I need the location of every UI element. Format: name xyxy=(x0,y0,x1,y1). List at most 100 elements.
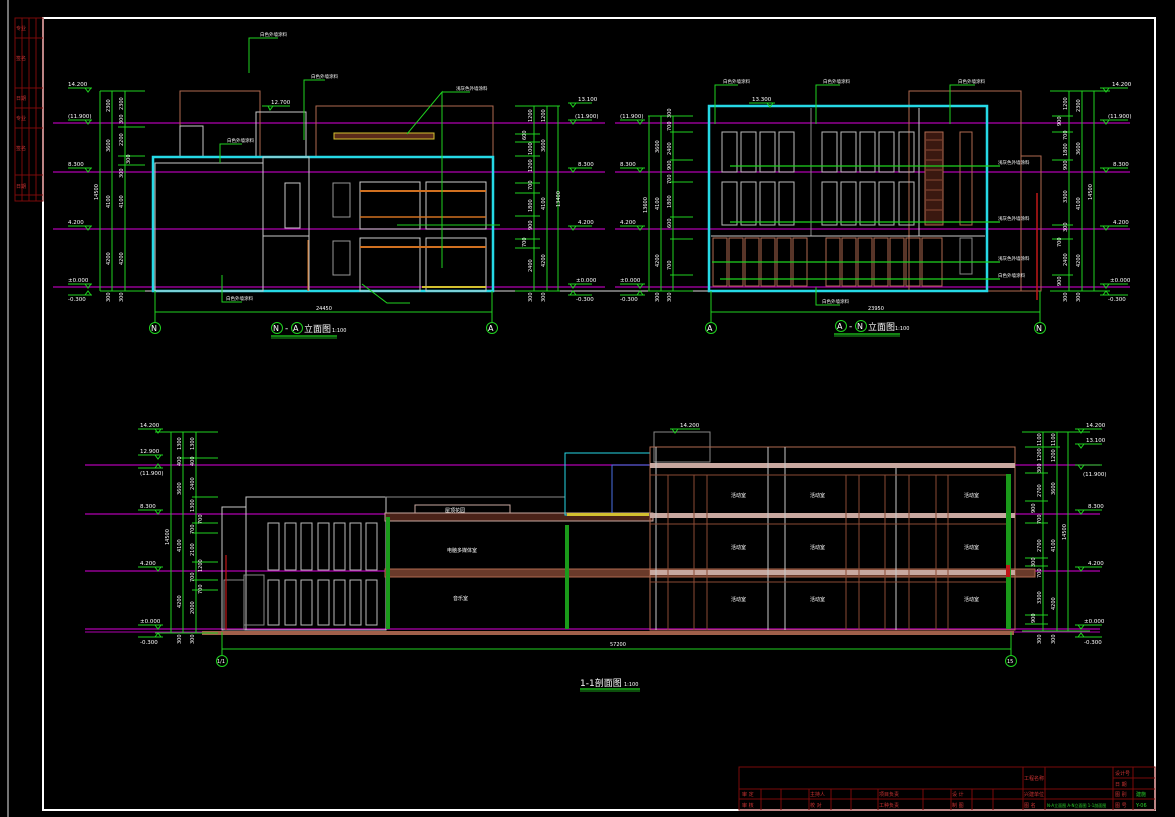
dim-text: 600 xyxy=(522,130,528,140)
level-label: (11.900) xyxy=(575,114,599,120)
dim-text: 4200 xyxy=(541,254,547,267)
dim-text: 2200 xyxy=(119,133,125,146)
stamp-label: 日期 xyxy=(16,96,26,102)
dim-text: 700 xyxy=(198,514,204,524)
dim-text: 13600 xyxy=(643,197,649,213)
dim-text: 14500 xyxy=(165,529,171,545)
room-label: 屋顶花园 xyxy=(445,507,465,514)
dim-text: 700 xyxy=(667,260,673,270)
material-note: 白色外墙涂料 xyxy=(227,137,254,144)
room-label: 活动室 xyxy=(731,596,746,603)
dim-text: 300 xyxy=(528,292,534,302)
material-note: 白色外墙涂料 xyxy=(823,78,850,85)
dim-text: 4100 xyxy=(106,195,112,208)
level-label: 13.100 xyxy=(1086,438,1106,444)
dim-text: 900 xyxy=(528,220,534,230)
peak-level-label: 13.300 xyxy=(752,97,772,103)
dim-text: 900 xyxy=(1031,503,1037,513)
dim-text: 1200 xyxy=(1037,448,1043,461)
dim-text: 700 xyxy=(1057,237,1063,247)
title-axis-start: A xyxy=(837,322,843,331)
dim-text: 3600 xyxy=(541,139,547,152)
level-label: 8.300 xyxy=(578,162,594,168)
level-label: 13.100 xyxy=(578,97,598,103)
title-axis-end: A xyxy=(293,324,299,333)
axis-label: A xyxy=(488,324,494,333)
dim-text: 700 xyxy=(1037,568,1043,578)
dim-text: 3600 xyxy=(177,482,183,495)
axis-marker-n xyxy=(1034,322,1046,334)
level-label: ±0.000 xyxy=(620,278,641,284)
building-outline xyxy=(151,155,495,293)
dim-text: 2400 xyxy=(667,142,673,155)
dim-text: 3300 xyxy=(1037,591,1043,604)
dim-text: 3600 xyxy=(1076,142,1082,155)
left-wing-windows xyxy=(267,522,378,626)
dim-text: 700 xyxy=(667,121,673,131)
room-label: 活动室 xyxy=(964,492,979,499)
level-label: -0.300 xyxy=(576,297,594,303)
stamp-label: 日期 xyxy=(16,184,26,190)
axis-marker-1-1 xyxy=(216,655,228,667)
peak-level-label: 12.700 xyxy=(271,100,291,106)
dim-text: 300 xyxy=(119,168,125,178)
window-group xyxy=(359,181,487,292)
side-stamp: 专业 签名 日期 专业 签名 日期 xyxy=(14,17,44,202)
level-label: 14.200 xyxy=(68,82,88,88)
level-label: 12.900 xyxy=(140,449,160,455)
material-note: 浅灰色外墙涂料 xyxy=(998,215,1030,222)
dim-text: 1300 xyxy=(190,437,196,450)
dim-text: 300 xyxy=(1037,463,1043,473)
material-note: 浅灰色外墙涂料 xyxy=(998,255,1030,262)
stamp-label: 专业 xyxy=(16,115,26,122)
level-label: (11.900) xyxy=(1083,472,1107,478)
level-label: -0.300 xyxy=(1108,297,1126,303)
room-label: 活动室 xyxy=(810,596,825,603)
dim-text: 2300 xyxy=(119,97,125,110)
dim-text: 1200 xyxy=(528,109,534,122)
dim-text: 4200 xyxy=(1051,597,1057,610)
level-marks-left: 14.200 (11.900) 8.300 4.200 ±0.000 -0.30… xyxy=(68,82,92,303)
tb-row1-label: 设 计 xyxy=(952,791,964,798)
level-label: ±0.000 xyxy=(1084,619,1105,625)
dim-text: 300 xyxy=(119,114,125,124)
room-label: 音乐室 xyxy=(453,595,468,602)
dim-text: 300 xyxy=(1051,634,1057,644)
material-note: 白色外墙涂料 xyxy=(998,272,1025,279)
dim-text: 900 xyxy=(1057,276,1063,286)
dim-text: 300 xyxy=(1063,292,1069,302)
level-label: 4.200 xyxy=(620,220,636,226)
level-label: 4.200 xyxy=(578,220,594,226)
drawing-scale: 1:100 xyxy=(332,328,346,334)
material-note: 白色外墙涂料 xyxy=(822,298,849,305)
dim-text: 14500 xyxy=(1062,524,1068,540)
sheet-frame-inner xyxy=(42,17,1156,811)
svg-text:-: - xyxy=(285,324,288,334)
dim-text: 2700 xyxy=(1037,539,1043,552)
level-label: -0.300 xyxy=(620,297,638,303)
dim-text: 300 xyxy=(106,292,112,302)
dim-text: 3300 xyxy=(1063,190,1069,203)
material-note: 白色外墙涂料 xyxy=(723,78,750,85)
total-width: 24450 xyxy=(316,306,332,312)
level-label: 14.200 xyxy=(140,423,160,429)
dim-text: 700 xyxy=(528,180,534,190)
dim-text: 700 xyxy=(1037,514,1043,524)
tb-row1-label: 审 定 xyxy=(742,791,754,798)
room-label: 活动室 xyxy=(731,492,746,499)
level-label: (11.900) xyxy=(1108,114,1132,120)
dim-text: 300 xyxy=(190,634,196,644)
room-label: 活动室 xyxy=(731,544,746,551)
dim-text: 2300 xyxy=(1076,99,1082,112)
dim-text: 700 xyxy=(198,584,204,594)
dim-text: 300 xyxy=(126,154,132,164)
level-label: 14.200 xyxy=(1112,82,1132,88)
dim-text: 700 xyxy=(522,237,528,247)
tb-row1-label: 主持人 xyxy=(810,791,825,798)
stamp-label: 签名 xyxy=(16,55,26,62)
dim-text: 1200 xyxy=(1051,449,1057,462)
dim-text: 14500 xyxy=(94,184,100,200)
dim-text: 1200 xyxy=(528,159,534,172)
axis-marker-15 xyxy=(1005,655,1017,667)
dim-text: 3600 xyxy=(1051,482,1057,495)
